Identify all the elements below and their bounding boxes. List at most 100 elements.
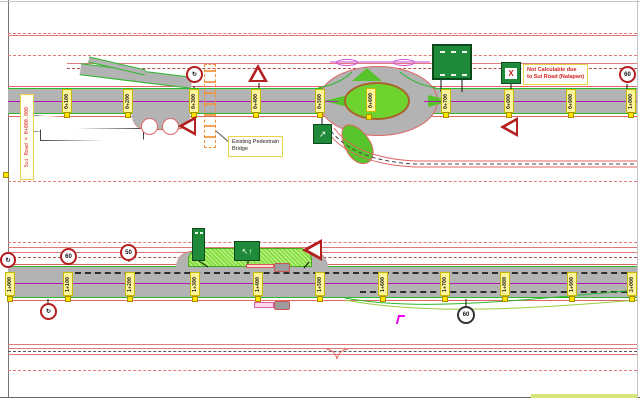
station-flag [65,296,71,302]
row-line [8,247,637,248]
painted-lane [40,128,144,141]
crosswalk-marking [393,59,415,66]
scallop-notch [141,118,158,135]
station-flag [506,112,512,118]
station-marker: 2+000 [627,272,637,296]
top-centerline [424,101,637,102]
row-line [8,242,637,243]
frame-left [8,0,9,398]
station-flag [3,172,9,178]
station-flag [380,296,386,302]
speed-limit-value: 50 [125,249,132,256]
station-marker: 1+700 [440,272,450,296]
row-line [8,252,637,253]
directional-sign-board [432,44,472,80]
start-station-text: Sui Road = 0+000.000 [24,106,30,168]
pedestrian-bridge [204,64,216,148]
station-flag [255,296,261,302]
station-flag [7,296,13,302]
station-flag [192,296,198,302]
row-line [8,348,637,349]
row-line [8,55,637,56]
frame-bottom [0,397,640,398]
slip-road-edge [328,133,637,168]
frame-top [0,1,640,2]
titleblock-strip [531,394,637,398]
lane-line-dashed [75,272,637,274]
speed-limit-sign: 60 [619,66,636,83]
station-flag [568,112,574,118]
row-line [8,181,637,182]
speed-limit-sign: 60 [457,306,475,324]
uturn-connector [246,264,274,268]
service-sign-board [192,228,205,261]
station-flag [569,296,575,302]
yield-left-sign [302,239,322,261]
station-marker: 0+200 [123,89,133,113]
bus-bay-box [274,263,290,272]
station-flag [502,296,508,302]
roundabout-ahead-sign: ↻ [186,66,203,83]
station-marker: 0+800 [504,89,514,113]
station-marker: 0+500 [315,89,325,113]
station-flag [127,296,133,302]
speed-limit-value: 60 [65,253,72,260]
note-line2: to Sui Road (Nalapan) [527,74,585,81]
lane-line-dashed [360,291,637,293]
bus-bay-box [274,301,290,310]
station-marker: 1+900 [567,272,577,296]
speed-limit-value: 60 [624,71,631,78]
station-flag [443,112,449,118]
roundabout-central-island [344,82,410,120]
bridge-label-line2: Bridge [232,146,248,153]
row-line [8,354,637,355]
station-flag [442,296,448,302]
note-line1: Not Calculable due [527,67,577,73]
yield-left-sign [500,117,518,137]
no-stopping-sign: X [501,62,521,84]
station-marker: 1+000 [626,89,636,113]
row-line [8,33,637,34]
green-merge-curve [344,299,638,310]
start-station-label: Sui Road = 0+000.000 [20,94,34,180]
station-marker: 0+300 [189,89,199,113]
uturn-icon: ↻ [5,257,11,264]
station-flag [317,296,323,302]
row-line [8,370,637,371]
exit-arrow-sign: ↗ [313,124,332,144]
lane-direction-sign: ↖↑ [234,241,260,261]
station-flag [629,296,635,302]
station-flag [64,112,70,118]
row-line [8,344,637,345]
yield-left-sign [178,116,196,136]
station-marker: 1+100 [63,272,73,296]
uturn-sign: ↻ [40,303,57,320]
station-marker: 0+900 [566,89,576,113]
top-centerline [8,101,338,102]
station-flag [317,112,323,118]
station-marker: 1+200 [125,272,135,296]
speed-limit-sign: 60 [60,248,77,265]
uturn-sign: ↻ [0,252,16,268]
row-line [8,35,637,36]
station-flag [366,114,372,120]
crosswalk-marking [336,59,358,66]
station-marker: 1+600 [378,272,388,296]
sign-text-ticks [440,51,445,53]
speed-limit-value: 60 [462,312,470,318]
station-marker: 0+400 [251,89,261,113]
station-marker: 1+300 [190,272,200,296]
arrow-icon: ↗ [318,128,327,139]
scallop-notch [162,118,179,135]
warning-triangle-sign [248,64,268,82]
station-marker: 1+500 [315,272,325,296]
bridge-label-line1: Existing Pedestrain [232,139,280,145]
station-flag [125,112,131,118]
lane-arrows-icon: ↖↑ [241,246,253,256]
row-line [8,351,637,352]
station-marker: 0+600 [366,88,376,112]
station-marker: 1+000 [5,272,15,296]
roundabout-icon: ↻ [191,72,198,78]
station-marker: 1+400 [253,272,263,296]
